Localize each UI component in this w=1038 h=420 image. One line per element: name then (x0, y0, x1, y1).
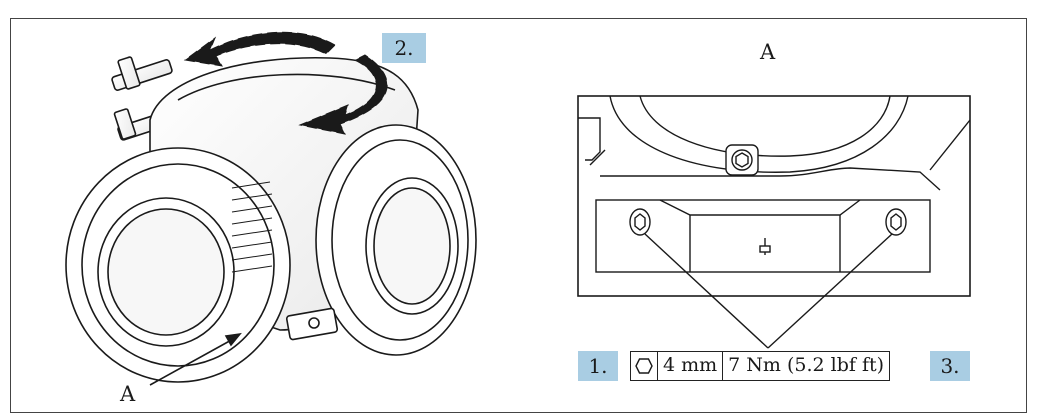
right-display-cover (315, 124, 477, 356)
screw-right (885, 208, 907, 236)
hexagon-socket-icon (631, 352, 657, 380)
rotation-arrow-upper (183, 31, 336, 67)
step-1-badge: 1. (578, 351, 618, 381)
center-screw (725, 144, 759, 176)
screw-leader-lines (644, 233, 893, 349)
cable-gland-upper (111, 56, 173, 91)
detail-view-a (577, 95, 971, 349)
torque-spec-box: 4 mm 7 Nm (5.2 lbf ft) (630, 351, 891, 381)
left-display-cover (65, 147, 291, 383)
tool-size: 4 mm (657, 352, 722, 380)
rotation-arrow-lower (298, 54, 388, 135)
step-3-badge: 3. (930, 351, 970, 381)
torque-value: 7 Nm (5.2 lbf ft) (722, 352, 889, 380)
view-pointer-arrow (149, 332, 242, 386)
clamp-plate (595, 199, 931, 273)
screw-left (629, 208, 651, 236)
rotation-arrows (183, 31, 388, 135)
figure-frame (10, 18, 1027, 413)
transmitter-housing (65, 56, 477, 383)
securing-clamp (285, 307, 339, 341)
step-2-badge: 2. (382, 33, 426, 63)
view-a-title: A (760, 40, 776, 64)
view-a-label-left: A (120, 382, 136, 406)
